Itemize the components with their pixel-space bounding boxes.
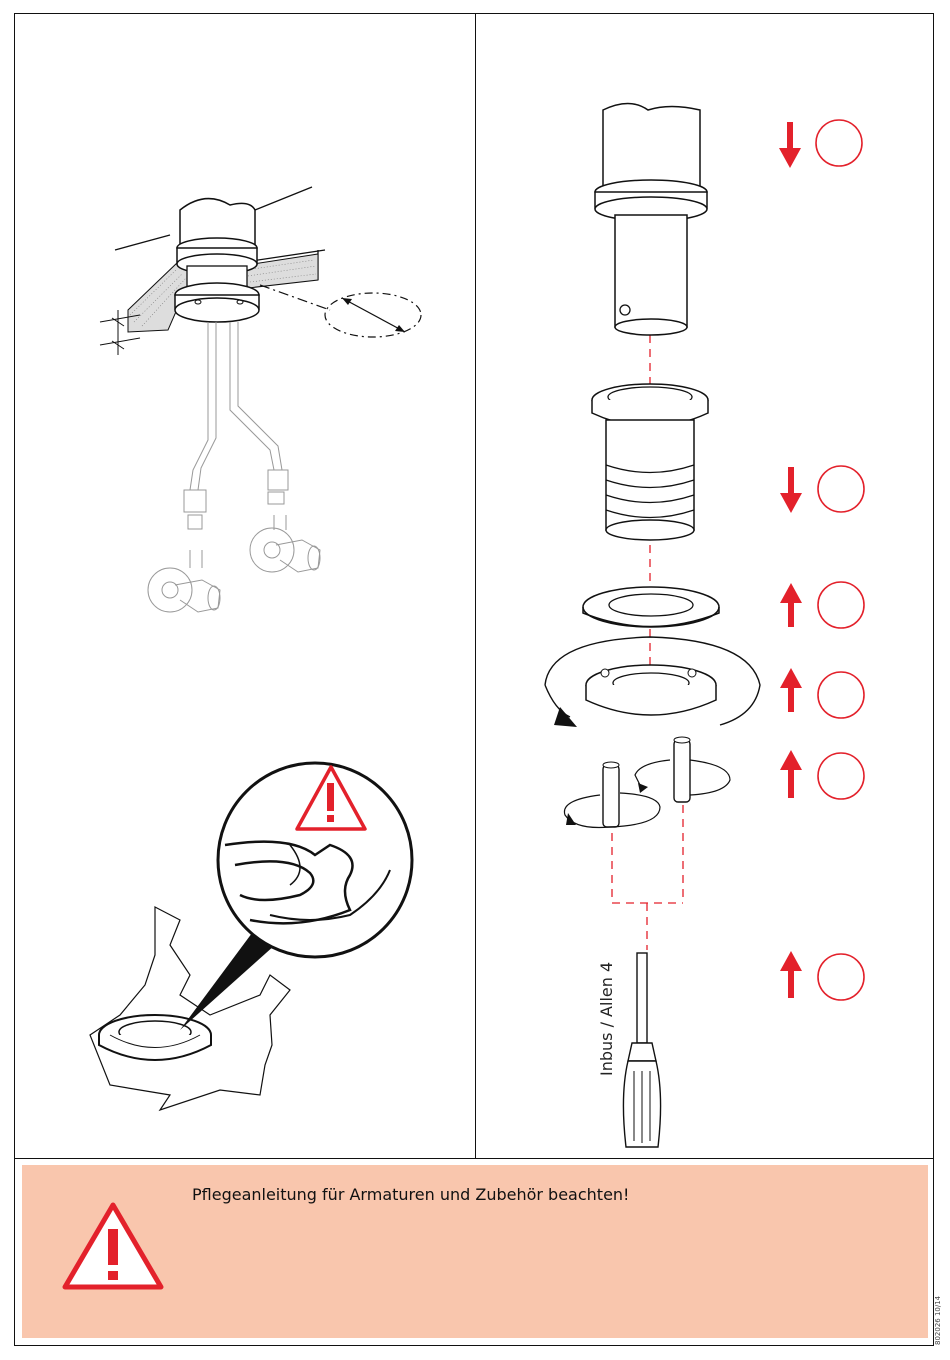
step-circle-icon: [818, 753, 864, 799]
rotate-arrow-icon: [554, 707, 577, 727]
tool-label: Inbus / Allen 4: [597, 962, 616, 1076]
step-circle-icon: [818, 954, 864, 1000]
step-2: [780, 466, 864, 513]
step-6: [780, 951, 864, 1000]
exploded-assembly-illustration: [520, 95, 780, 1155]
arrow-up-icon: [780, 583, 802, 627]
arrow-down-icon: [780, 467, 802, 513]
notice-text: Pflegeanleitung für Armaturen und Zubehö…: [192, 1185, 629, 1204]
arrow-down-icon: [779, 122, 801, 168]
step-circle-icon: [818, 672, 864, 718]
step-circle-icon: [816, 120, 862, 166]
warning-triangle-icon: [58, 1199, 168, 1294]
step-circle-icon: [818, 582, 864, 628]
arrow-up-icon: [780, 951, 802, 998]
step-indicators: [770, 110, 880, 1010]
column-divider: [475, 13, 476, 1159]
step-5: [780, 750, 864, 799]
step-circle-icon: [818, 466, 864, 512]
installation-illustration: [90, 170, 440, 630]
document-code: 802026 10/14: [934, 1296, 942, 1345]
arrow-up-icon: [780, 750, 802, 798]
step-3: [780, 582, 864, 628]
arrow-up-icon: [780, 668, 802, 712]
seal-detail-illustration: [60, 745, 420, 1125]
step-1: [779, 120, 862, 168]
step-4: [780, 668, 864, 718]
footer-divider: [14, 1158, 934, 1159]
